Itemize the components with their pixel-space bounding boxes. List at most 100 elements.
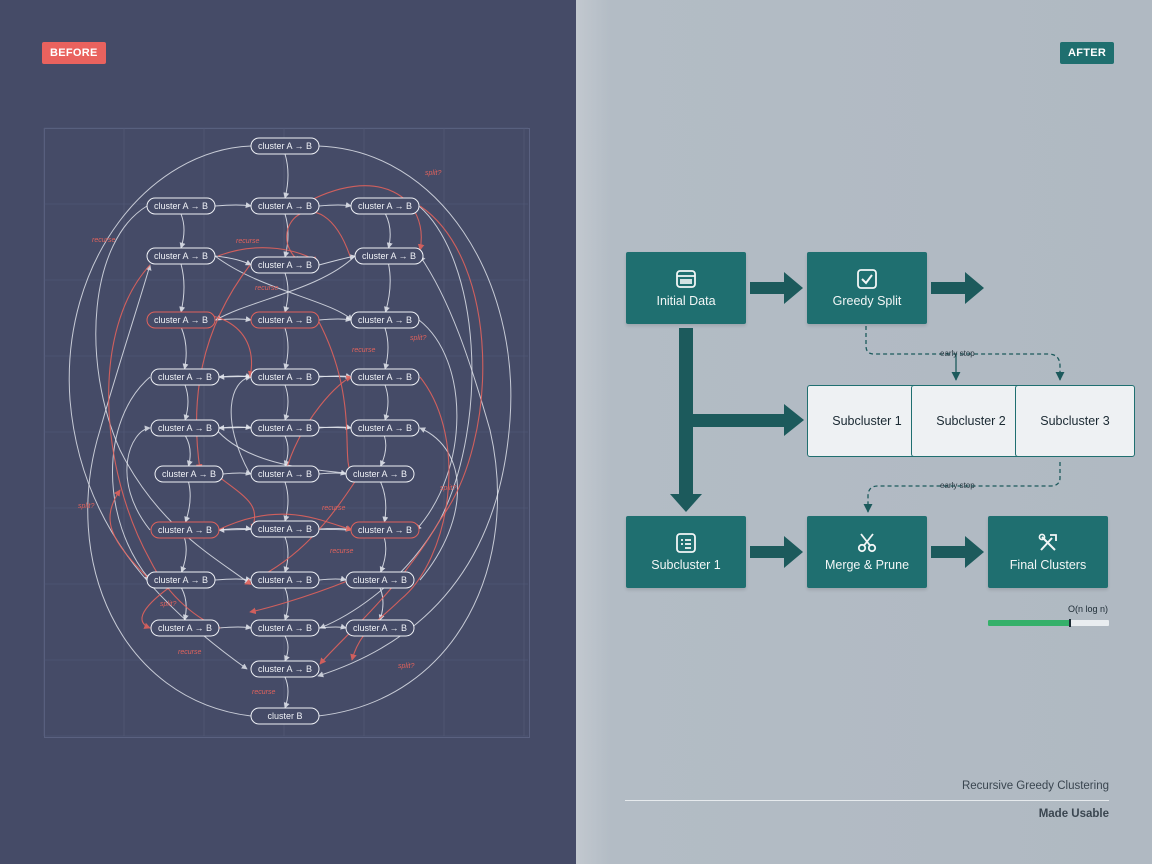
merge-prune-step: Merge & Prune bbox=[807, 516, 927, 588]
greedy-split-label: Greedy Split bbox=[832, 294, 902, 308]
cluster-node-label: cluster A → B bbox=[353, 575, 407, 585]
cluster-node-label: cluster A → B bbox=[258, 664, 312, 674]
cluster-node-label: cluster A → B bbox=[258, 201, 312, 211]
red-annotation-label: split? bbox=[78, 503, 94, 510]
red-annotation-label: recurse bbox=[255, 285, 278, 292]
complexity-bar-fill bbox=[988, 620, 1071, 626]
checkbox-icon bbox=[856, 268, 878, 290]
red-annotation-label: recurse bbox=[178, 649, 201, 656]
red-annotation-label: recurse bbox=[322, 505, 345, 512]
cluster-node: cluster B bbox=[250, 707, 320, 725]
cluster-node-label: cluster A → B bbox=[158, 423, 212, 433]
cluster-node: cluster A → B bbox=[146, 571, 216, 589]
cluster-node: cluster A → B bbox=[345, 571, 415, 589]
before-frame bbox=[44, 128, 530, 738]
background-grid bbox=[43, 127, 528, 737]
red-annotation-label: recurse bbox=[236, 238, 259, 245]
cluster-node: cluster A → B bbox=[150, 419, 220, 437]
cluster-node: cluster A → B bbox=[345, 465, 415, 483]
final-clusters-step: Final Clusters bbox=[988, 516, 1108, 588]
cluster-node-label: cluster A → B bbox=[258, 423, 312, 433]
early-stop-top-label: early stop bbox=[940, 349, 975, 358]
cluster-node-label: cluster B bbox=[267, 711, 302, 721]
cluster-node-label: cluster A → B bbox=[353, 623, 407, 633]
merge-prune-label: Merge & Prune bbox=[824, 558, 910, 572]
subcluster-3-box: Subcluster 3 bbox=[1015, 385, 1135, 457]
cluster-node: cluster A → B bbox=[146, 311, 216, 329]
cluster-node: cluster A → B bbox=[350, 521, 420, 539]
cluster-node-label: cluster A → B bbox=[162, 469, 216, 479]
cluster-node-label: cluster A → B bbox=[258, 372, 312, 382]
cluster-node: cluster A → B bbox=[250, 419, 320, 437]
cluster-node-label: cluster A → B bbox=[258, 141, 312, 151]
tangled-graph: split? recurse recurse recurse split? recurse… bbox=[43, 127, 528, 737]
cluster-node: cluster A → B bbox=[250, 520, 320, 538]
cluster-node: cluster A → B bbox=[150, 521, 220, 539]
complexity-bar-marker bbox=[1069, 619, 1072, 627]
cluster-node-label: cluster A → B bbox=[358, 525, 412, 535]
cluster-node-label: cluster A → B bbox=[258, 469, 312, 479]
complexity-bar bbox=[988, 619, 1109, 627]
red-annotation-label: split? bbox=[425, 170, 441, 177]
cluster-node-label: cluster A → B bbox=[358, 423, 412, 433]
early-stop-bottom-label: early stop bbox=[940, 481, 975, 490]
cluster-node-label: cluster A → B bbox=[258, 315, 312, 325]
cluster-node-label: cluster A → B bbox=[154, 575, 208, 585]
red-annotation-label: recurse bbox=[330, 548, 353, 555]
subcluster-step-label: Subcluster 1 bbox=[651, 558, 721, 572]
window-icon bbox=[675, 268, 697, 290]
cluster-node: cluster A → B bbox=[350, 368, 420, 386]
caption-strong: Made Usable bbox=[1038, 808, 1109, 820]
red-annotation-label: recurse bbox=[352, 347, 375, 354]
white-edges bbox=[68, 145, 512, 717]
cluster-node-label: cluster A → B bbox=[154, 251, 208, 261]
cluster-node: cluster A → B bbox=[146, 197, 216, 215]
cluster-node-label: cluster A → B bbox=[154, 315, 208, 325]
cluster-node-label: cluster A → B bbox=[358, 315, 412, 325]
cluster-node: cluster A → B bbox=[250, 465, 320, 483]
red-annotation-label: split? bbox=[160, 601, 176, 608]
cluster-node-label: cluster A → B bbox=[362, 251, 416, 261]
cluster-node: cluster A → B bbox=[250, 256, 320, 274]
subcluster-step: Subcluster 1 bbox=[626, 516, 746, 588]
cluster-node: cluster A → B bbox=[146, 247, 216, 265]
cluster-node: cluster A → B bbox=[154, 465, 224, 483]
before-badge: BEFORE bbox=[42, 42, 106, 64]
caption-divider bbox=[625, 800, 1109, 801]
after-badge: AFTER bbox=[1060, 42, 1115, 64]
cluster-node-label: cluster A → B bbox=[358, 372, 412, 382]
cluster-nodes: cluster A → B cluster A → B cluster A → B c… bbox=[146, 137, 424, 725]
complexity-label: O(n log n) bbox=[1067, 604, 1108, 614]
cluster-node-label: cluster A → B bbox=[358, 201, 412, 211]
cluster-node: cluster A → B bbox=[250, 368, 320, 386]
cluster-node: cluster A → B bbox=[250, 197, 320, 215]
greedy-split-step: Greedy Split bbox=[807, 252, 927, 324]
cluster-node: cluster A → B bbox=[345, 619, 415, 637]
red-annotation-label: split? bbox=[410, 335, 426, 342]
red-annotation-label: split? bbox=[398, 663, 414, 670]
subcluster-2-box: Subcluster 2 bbox=[911, 385, 1031, 457]
red-annotation-label: recurse bbox=[92, 237, 115, 244]
final-clusters-label: Final Clusters bbox=[1009, 558, 1087, 572]
cluster-node-label: cluster A → B bbox=[353, 469, 407, 479]
red-labels: split? recurse recurse recurse split? recurse… bbox=[78, 170, 456, 696]
cluster-node: cluster A → B bbox=[250, 571, 320, 589]
subcluster-1-box: Subcluster 1 bbox=[807, 385, 927, 457]
initial-data-step: Initial Data bbox=[626, 252, 746, 324]
cluster-node: cluster A → B bbox=[150, 619, 220, 637]
cluster-node: cluster A → B bbox=[150, 368, 220, 386]
cluster-node: cluster A → B bbox=[350, 311, 420, 329]
cluster-node-label: cluster A → B bbox=[154, 201, 208, 211]
caption: Recursive Greedy Clustering bbox=[961, 780, 1109, 792]
cluster-node-label: cluster A → B bbox=[258, 524, 312, 534]
scissors-icon bbox=[856, 532, 878, 554]
cluster-node: cluster A → B bbox=[350, 197, 420, 215]
cluster-node: cluster A → B bbox=[250, 619, 320, 637]
cluster-node: cluster A → B bbox=[250, 137, 320, 155]
cluster-node: cluster A → B bbox=[250, 660, 320, 678]
cluster-node: cluster A → B bbox=[250, 311, 320, 329]
cluster-node: cluster A → B bbox=[350, 419, 420, 437]
tools-icon bbox=[1037, 532, 1059, 554]
cluster-node-label: cluster A → B bbox=[258, 575, 312, 585]
red-annotation-label: recurse bbox=[252, 689, 275, 696]
